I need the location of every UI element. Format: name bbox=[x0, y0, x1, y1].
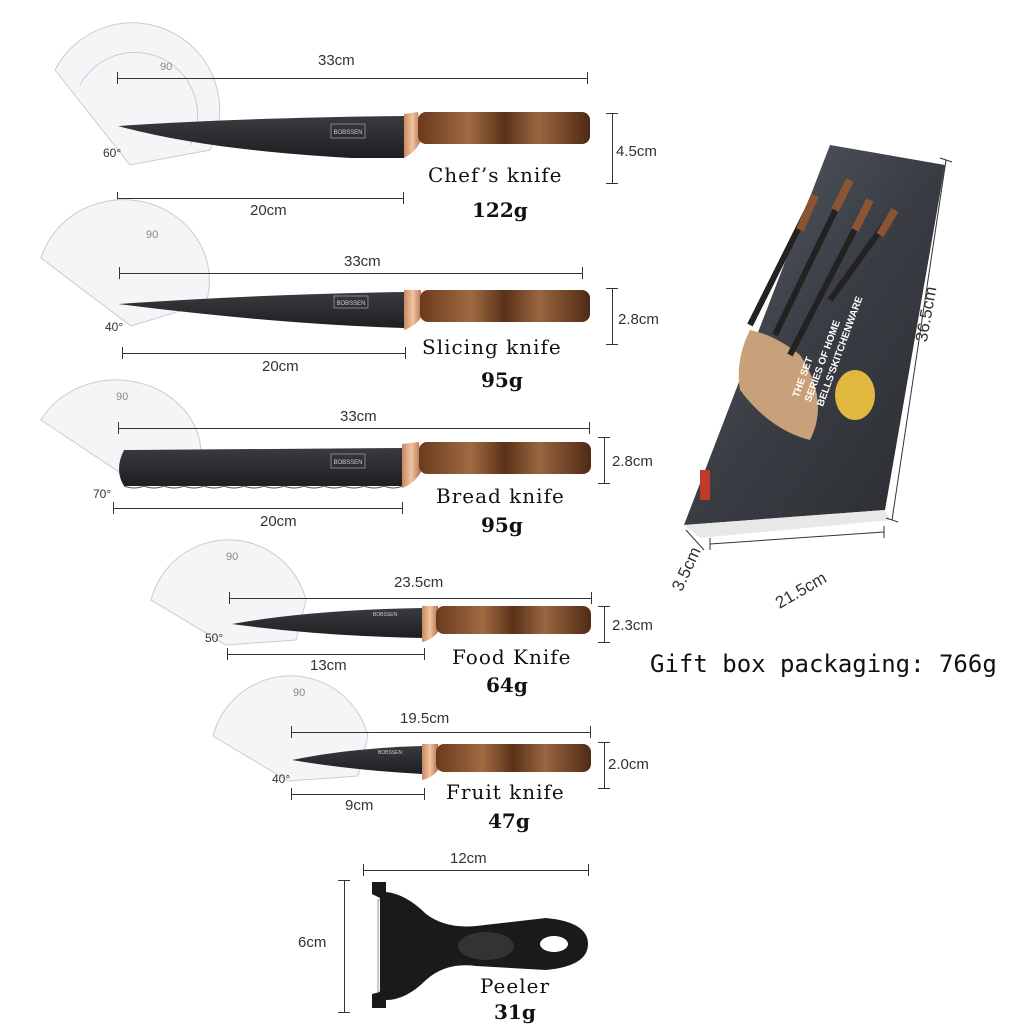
protractor-icon: 90 bbox=[40, 199, 210, 327]
peeler-image bbox=[372, 882, 588, 1008]
peeler-name: Peeler bbox=[480, 974, 551, 998]
total-length: 33cm bbox=[318, 52, 355, 69]
knife-weight: 47g bbox=[488, 809, 530, 833]
angle-label: 50° bbox=[205, 631, 224, 645]
brand-mark: BOBSSEN bbox=[378, 750, 403, 756]
handle-width: 4.5cm bbox=[616, 143, 657, 160]
knife-name: Food Knife bbox=[452, 645, 572, 669]
total-length: 19.5cm bbox=[400, 710, 450, 727]
knife-name: Chef’s knife bbox=[428, 163, 563, 187]
food-knife-image: BOBSSEN bbox=[232, 606, 591, 642]
angle-label: 60° bbox=[103, 146, 122, 160]
knife-weight: 95g bbox=[481, 368, 523, 392]
blade-length: 20cm bbox=[260, 513, 297, 530]
svg-text:90: 90 bbox=[146, 229, 158, 241]
peeler-height: 6cm bbox=[298, 934, 327, 951]
gift-box-image bbox=[684, 145, 945, 538]
handle-width: 2.0cm bbox=[608, 756, 649, 773]
peeler-length: 12cm bbox=[450, 850, 487, 867]
knife-weight: 95g bbox=[481, 513, 523, 537]
brand-mark: BOBSSEN bbox=[336, 301, 365, 307]
angle-label: 40° bbox=[272, 772, 291, 786]
knife-name: Fruit knife bbox=[446, 780, 565, 804]
blade-length: 20cm bbox=[262, 358, 299, 375]
handle-width: 2.8cm bbox=[612, 453, 653, 470]
gift-box-label: Gift box packaging: 766g bbox=[650, 650, 997, 678]
svg-text:90: 90 bbox=[116, 391, 128, 403]
bread-knife-image: BOBSSEN bbox=[119, 442, 591, 489]
brand-mark: BOBSSEN bbox=[333, 130, 362, 136]
chef-knife-image: BOBSSEN bbox=[118, 112, 590, 158]
slicing-knife-image: BOBSSEN bbox=[118, 290, 590, 330]
svg-text:90: 90 bbox=[226, 551, 238, 563]
blade-length: 13cm bbox=[310, 657, 347, 674]
angle-label: 40° bbox=[105, 320, 124, 334]
peeler-weight: 31g bbox=[494, 1000, 536, 1024]
total-length: 23.5cm bbox=[394, 574, 444, 591]
svg-text:90: 90 bbox=[160, 61, 172, 73]
fruit-knife-image: BOBSSEN bbox=[292, 744, 591, 780]
blade-length: 9cm bbox=[345, 797, 374, 814]
total-length: 33cm bbox=[344, 253, 381, 270]
knife-name: Slicing knife bbox=[422, 335, 562, 359]
knife-weight: 64g bbox=[486, 673, 528, 697]
knife-weight: 122g bbox=[472, 198, 528, 222]
brand-mark: BOBSSEN bbox=[373, 612, 398, 618]
handle-width: 2.8cm bbox=[618, 311, 659, 328]
knife-name: Bread knife bbox=[436, 484, 565, 508]
angle-label: 70° bbox=[93, 487, 112, 501]
total-length: 33cm bbox=[340, 408, 377, 425]
svg-text:90: 90 bbox=[293, 687, 305, 699]
blade-length: 20cm bbox=[250, 202, 287, 219]
handle-width: 2.3cm bbox=[612, 617, 653, 634]
brand-mark: BOBSSEN bbox=[333, 460, 362, 466]
